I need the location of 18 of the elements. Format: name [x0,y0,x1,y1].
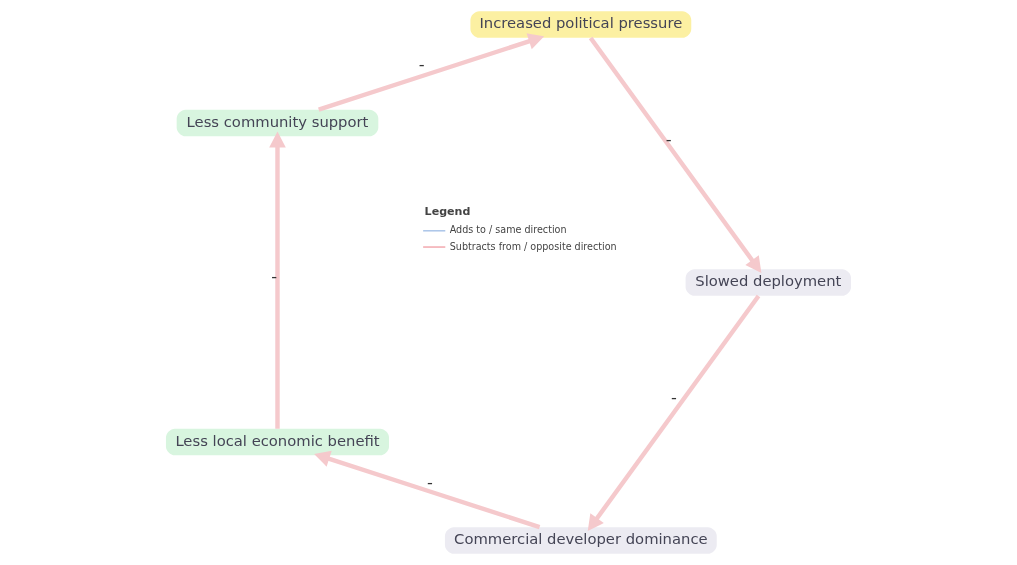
edge-label: - [427,472,433,492]
legend-label: Adds to / same direction [449,224,567,236]
edge-label: - [271,267,278,287]
arrow [587,294,761,532]
node-box: Commercial developer dominance [444,527,717,554]
node-box: Increased political pressure [470,11,692,38]
label: Legend [424,205,471,219]
node-box: Less local economic benefit [165,428,389,456]
node-box: Slowed deployment [685,269,852,296]
edge-label: - [670,388,677,408]
legend-label: Subtracts from / opposite direction [449,240,617,252]
node-box: Less community support [176,109,379,137]
edge-label: - [418,55,425,75]
arrow [314,450,541,530]
arrow [588,36,762,273]
edge-label: - [665,130,672,150]
arrow [318,33,545,112]
arrow [269,131,286,429]
